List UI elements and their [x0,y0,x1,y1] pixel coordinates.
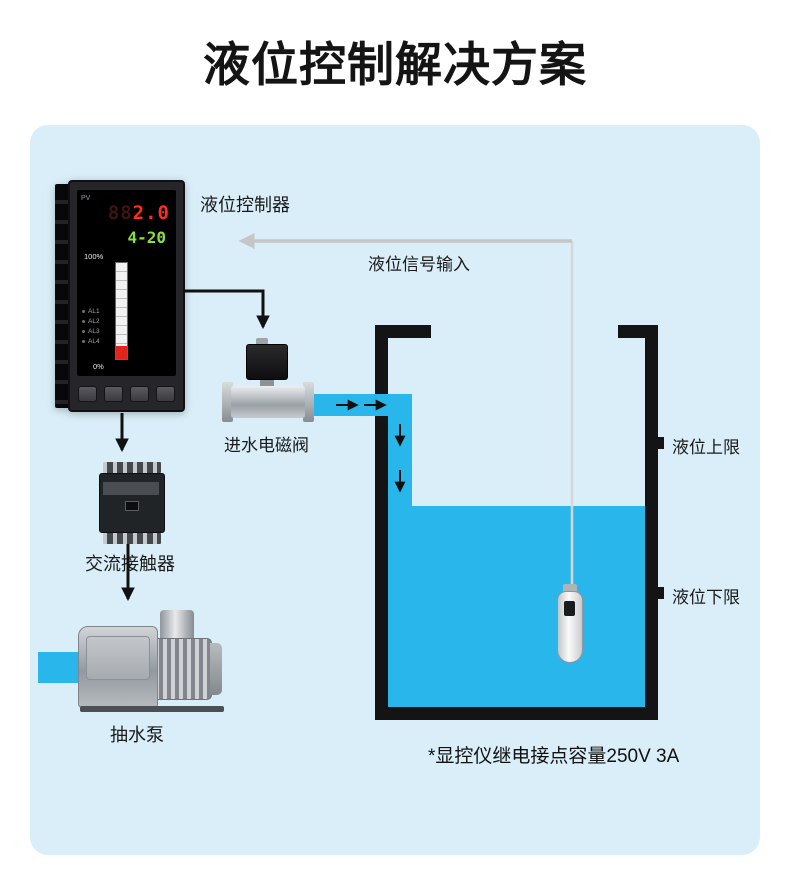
level-bargraph-fill [116,346,127,359]
valve-terminal [256,338,268,345]
pump-motor [150,638,212,700]
bargraph-scale-bottom: 0% [93,362,104,371]
lower-limit-tick [652,587,664,599]
contactor-terminals-bottom [103,533,161,544]
controller-front-panel: PV 882.0 4-20 100% 0% AL1 AL2 AL3 AL4 [68,180,185,412]
signal-input-label: 液位信号输入 [368,255,470,274]
contactor-terminals-top [103,462,161,473]
tank-bottom [375,707,658,720]
valve-flange-right [303,382,314,422]
tank-water [388,506,645,707]
alarm-led-icon [82,310,85,313]
pv-readout: 882.0 [77,202,170,224]
sensor-window [564,601,575,616]
valve-label: 进水电磁阀 [224,436,309,455]
alarm-led-icon [82,340,85,343]
page-title: 液位控制解决方案 [203,38,587,91]
alarm-led-icon [82,330,85,333]
pump-base [80,706,224,712]
contactor-label: 交流接触器 [85,554,175,574]
level-sensor-probe [557,584,583,670]
tank-top-lip-left [388,325,431,338]
controller-label: 液位控制器 [200,195,290,215]
alarm-indicator: AL4 [82,338,100,345]
controller-button [78,386,97,402]
valve-flange-left [222,382,233,422]
controller-button [130,386,149,402]
pv-value: 2.0 [132,202,170,224]
alarm-label: AL1 [88,308,100,315]
lower-limit-label: 液位下限 [672,588,740,607]
alarm-label: AL4 [88,338,100,345]
sensor-cable-gland [563,584,577,593]
valve-neck [260,380,274,386]
solenoid-valve [222,338,314,424]
controller-button [156,386,175,402]
contactor-label-band [103,482,159,495]
relay-capacity-note: *显控仪继电接点容量250V 3A [428,746,680,767]
level-controller-device: PV 882.0 4-20 100% 0% AL1 AL2 AL3 AL4 [55,180,185,412]
tank-top-lip-right [618,325,645,338]
alarm-indicators: AL1 AL2 AL3 AL4 [82,308,100,348]
pump-motor-cap [210,643,222,695]
valve-coil [246,344,288,380]
sv-readout: 4-20 [127,228,166,247]
controller-keypad [78,386,175,403]
upper-limit-tick [652,437,664,449]
valve-body [231,386,305,418]
pump-label: 抽水泵 [110,725,164,745]
alarm-indicator: AL2 [82,318,100,325]
bargraph-scale-top: 100% [84,252,104,261]
alarm-led-icon [82,320,85,323]
alarm-indicator: AL1 [82,308,100,315]
alarm-label: AL2 [88,318,100,325]
pump-casing-plate [86,636,150,680]
tank-wall-left [375,325,388,720]
contactor-indicator-slot [125,501,139,511]
pv-ghost-digits: 88 [107,202,133,224]
alarm-indicator: AL3 [82,328,100,335]
controller-display: PV 882.0 4-20 100% 0% AL1 AL2 AL3 AL4 [77,190,176,376]
upper-limit-label: 液位上限 [672,438,740,457]
alarm-label: AL3 [88,328,100,335]
inlet-pipe-vertical [388,394,412,507]
controller-button [104,386,123,402]
pv-label: PV [81,195,91,202]
controller-mounting-bracket [55,184,68,408]
water-pump [78,610,228,712]
level-bargraph [115,262,128,360]
tank-wall-right [645,325,658,720]
ac-contactor [99,462,165,544]
